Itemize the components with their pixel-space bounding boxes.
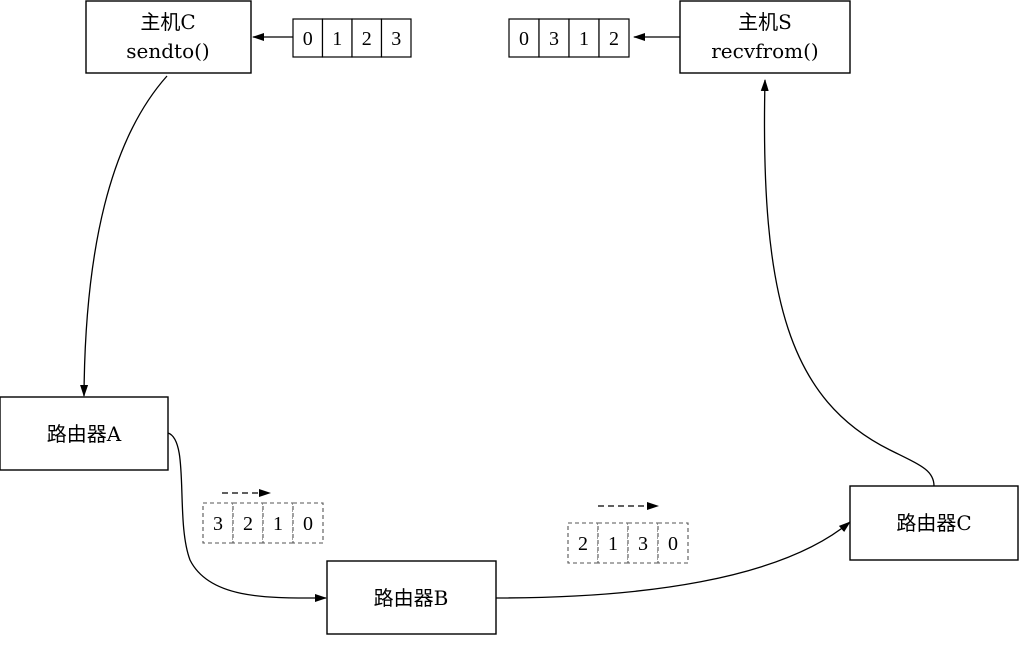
packet-number: 2 [609,28,619,50]
router-b-box [326,560,497,635]
packet-cell [598,18,630,58]
packet-number: 1 [579,28,589,50]
host-s-node: 主机S recvfrom() [679,0,851,74]
router-a-box [0,396,169,471]
packet-cell [657,522,689,564]
packet-number: 1 [273,513,283,535]
packet-number: 0 [303,513,313,535]
packet-number: 2 [362,28,372,50]
packet-number: 3 [213,513,223,535]
host-c-node: 主机C sendto() [85,0,252,74]
packet-cell [232,502,264,544]
packet-number: 3 [638,533,648,555]
packet-cell [568,18,600,58]
router-a-node: 路由器A [0,396,169,471]
host-c-title: 主机C [140,10,195,34]
router-b-node: 路由器B [326,560,497,635]
packet-number: 1 [332,28,342,50]
host-s-function: recvfrom() [711,39,818,63]
router-c-node: 路由器C [849,485,1019,561]
packet-number: 0 [519,28,529,50]
link-router-b-to-router-c [495,521,851,599]
router-c-label: 路由器C [896,511,971,535]
link-router-a-to-router-b [167,432,327,603]
packet-number: 3 [391,28,401,50]
packet-cell [380,18,412,58]
packet-number: 0 [668,533,678,555]
packet-cell [508,18,540,58]
router-b-label: 路由器B [374,586,449,610]
host-s-box [679,0,851,74]
packet-cell [597,522,629,564]
host-c-function: sendto() [126,39,209,63]
packet-cell [262,502,294,544]
packet-number: 0 [303,28,313,50]
packet-cell [567,522,599,564]
packet-cell [202,502,234,544]
packet-number: 3 [549,28,559,50]
packet-number: 2 [578,533,588,555]
link-router-c-to-host-s [760,79,935,487]
router-a-label: 路由器A [47,422,122,446]
host-s-title: 主机S [738,10,792,34]
packet-number: 2 [243,513,253,535]
packet-cell [351,18,383,58]
link-host-c-to-router-a [80,75,168,397]
packet-number: 1 [608,533,618,555]
packet-cell [627,522,659,564]
host-c-box [85,0,252,74]
packet-cell [292,502,324,544]
